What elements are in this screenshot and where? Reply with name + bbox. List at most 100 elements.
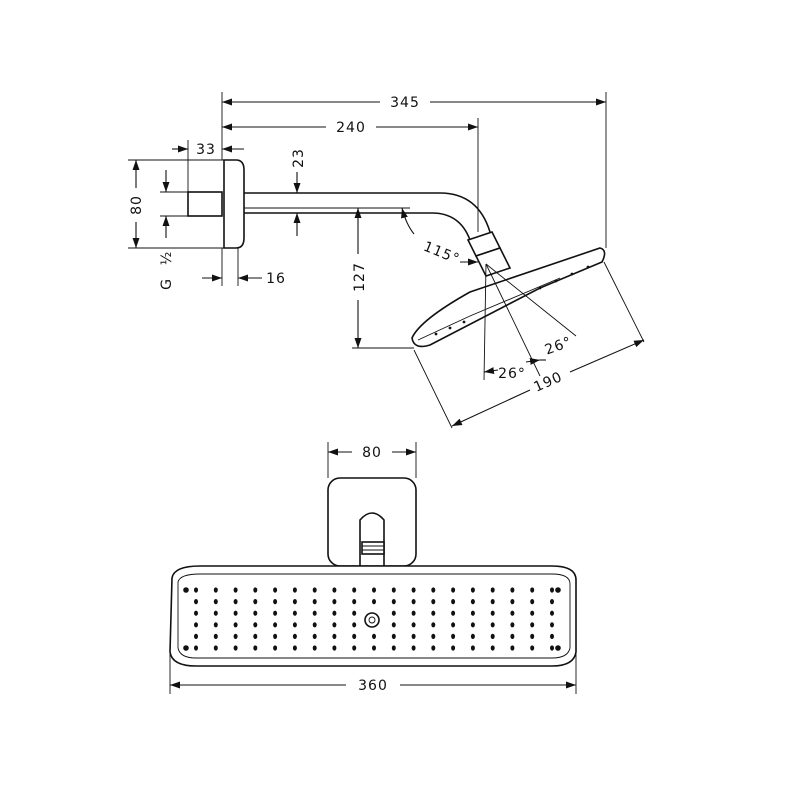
dim-head-depth: 190 [532,369,566,396]
nozzle [451,633,456,640]
nozzle [372,599,376,605]
dim-wall-plate-depth: 33 [196,142,216,158]
nozzle [510,599,515,605]
nozzle [470,645,475,651]
nozzle [391,599,396,605]
nozzle [490,610,495,616]
nozzle [470,587,475,593]
head-nozzles-side [434,265,590,336]
nozzle [253,599,258,605]
nozzle [431,633,436,640]
nozzle [431,599,436,605]
nozzle [213,599,218,605]
nozzle [253,587,258,593]
nozzle [391,645,396,651]
nozzle [490,622,495,628]
nozzle [213,633,218,640]
nozzle [431,610,436,616]
nozzle [194,622,198,628]
nozzle [273,633,278,640]
nozzle [510,633,515,640]
nozzle [411,587,416,593]
nozzle [470,633,475,640]
corner-nozzle [555,587,561,593]
nozzle [431,645,436,651]
nozzle [312,587,317,593]
nozzle [194,645,198,651]
dim-arm-height: 23 [291,148,307,168]
nozzle [372,633,376,640]
nozzle [233,622,238,628]
nozzle [411,645,416,651]
nozzle [194,599,198,605]
nozzle [510,645,515,651]
nozzle [292,587,297,593]
thread-nipple [187,191,223,217]
nozzle [550,645,554,651]
nozzle [292,610,297,616]
nozzle [312,610,317,616]
nozzle [451,622,456,628]
dim-head-width: 360 [358,678,388,694]
nozzle [194,587,198,593]
nozzle [332,587,337,593]
nozzle [352,599,357,605]
nozzle [490,633,495,640]
nozzle [312,633,317,640]
nozzle [233,587,238,593]
nozzle [332,610,337,616]
nozzle [490,587,495,593]
nozzle [312,645,317,651]
nozzle [273,645,278,651]
angle-label: 115° [421,239,462,268]
nozzle [312,622,317,628]
nozzle [352,622,357,628]
nozzle [233,633,238,640]
nozzle [510,622,515,628]
dim-plate-offset: 16 [266,271,286,287]
dim-plate-height: 80 [129,195,145,215]
nozzle [490,645,495,651]
nozzle [233,645,238,651]
nozzle [431,622,436,628]
nozzle [213,610,218,616]
nozzle [550,599,554,605]
nozzle [391,633,396,640]
nozzle [213,587,218,593]
thread-size-label: ½ [159,251,175,266]
nozzle [391,622,396,628]
nozzle [273,622,278,628]
nozzle [273,610,278,616]
nozzle [372,587,376,593]
nozzle [451,599,456,605]
nozzle [213,622,218,628]
nozzle [352,633,357,640]
side-view: 345 240 33 23 80 G ½ 16 [128,92,645,429]
nozzle [372,645,376,651]
nozzle [411,622,416,628]
nozzle [411,599,416,605]
nozzle [213,645,218,651]
dim-drop-height: 127 [352,262,368,292]
nozzle [253,622,258,628]
nozzle [451,587,456,593]
nozzle [530,599,535,605]
nozzle [510,610,515,616]
shower-arm [244,192,491,233]
nozzle [332,633,337,640]
corner-nozzle [183,645,189,651]
front-view: 80 360 [169,442,577,694]
nozzle [490,599,495,605]
dim-arm-projection: 240 [336,120,366,136]
nozzle [391,587,396,593]
nozzle [352,587,357,593]
nozzle [292,622,297,628]
tilt-right-label: 26° [543,334,575,359]
nozzle [253,610,258,616]
nozzle [312,599,317,605]
nozzle [550,633,554,640]
dim-overall-projection: 345 [390,95,420,111]
nozzle [332,599,337,605]
dim-front-plate-width: 80 [362,445,382,461]
